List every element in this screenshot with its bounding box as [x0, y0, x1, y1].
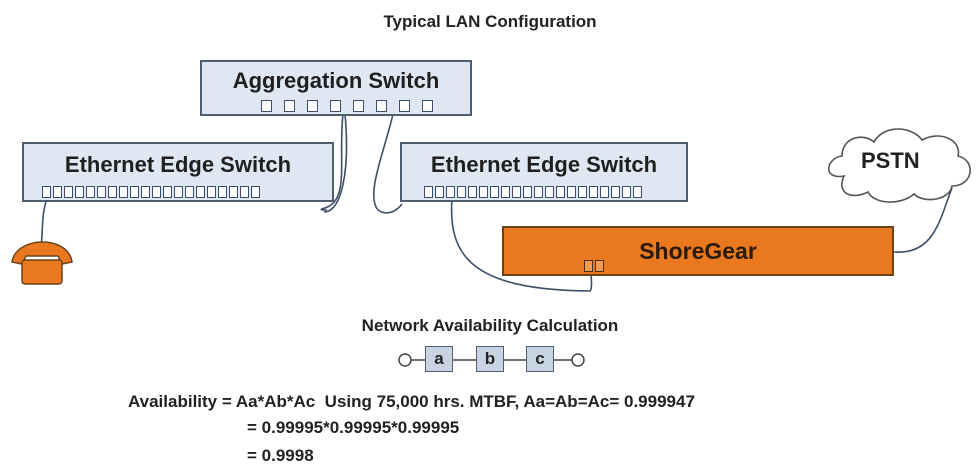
switch-port [130, 186, 139, 198]
diagram-title: Typical LAN Configuration [383, 12, 597, 31]
switch-port [185, 186, 194, 198]
switch-port [376, 100, 387, 112]
switch-port [611, 186, 620, 198]
aggregation-switch-label: Aggregation Switch [232, 68, 440, 93]
switch-port [97, 186, 106, 198]
edge-switch-right-ports [424, 186, 644, 198]
calculation-title: Network Availability Calculation [361, 316, 619, 335]
switch-port [251, 186, 260, 198]
switch-port [75, 186, 84, 198]
switch-port [556, 186, 565, 198]
switch-port [501, 186, 510, 198]
availability-block-b: b [476, 346, 504, 372]
switch-port [207, 186, 216, 198]
formula-line-3: = 0.9998 [247, 446, 314, 465]
edge-switch-left-label: Ethernet Edge Switch [64, 152, 292, 177]
formula-line-2: = 0.99995*0.99995*0.99995 [247, 418, 460, 437]
switch-port [622, 186, 631, 198]
switch-port [578, 186, 587, 198]
aggregation-switch: Aggregation Switch [200, 60, 472, 116]
formula-line-1: Availability = Aa*Ab*Ac Using 75,000 hrs… [128, 392, 695, 411]
switch-port [240, 186, 249, 198]
switch-port [152, 186, 161, 198]
switch-port [261, 100, 272, 112]
switch-port [567, 186, 576, 198]
chain-start-node [398, 353, 412, 367]
chain-end-node [571, 353, 585, 367]
aggregation-switch-ports [261, 100, 445, 112]
switch-port [196, 186, 205, 198]
edge-switch-left-ports [42, 186, 262, 198]
shoregear-device: ShoreGear [502, 226, 894, 276]
switch-port [545, 186, 554, 198]
edge-switch-right: Ethernet Edge Switch [400, 142, 688, 202]
cable-shoregear-to-pstn [893, 187, 953, 253]
switch-port [218, 186, 227, 198]
switch-port [589, 186, 598, 198]
switch-port [64, 186, 73, 198]
switch-port [633, 186, 642, 198]
switch-port [534, 186, 543, 198]
switch-port [512, 186, 521, 198]
switch-port [523, 186, 532, 198]
switch-port [435, 186, 444, 198]
switch-port [353, 100, 364, 112]
switch-port [174, 186, 183, 198]
switch-port [108, 186, 117, 198]
switch-port [163, 186, 172, 198]
switch-port [446, 186, 455, 198]
phone-icon [11, 241, 73, 285]
cable-agg-to-right-edge [373, 113, 403, 214]
cable-edge-to-shoregear [450, 197, 593, 292]
switch-port [457, 186, 466, 198]
edge-switch-right-label: Ethernet Edge Switch [430, 152, 658, 177]
switch-port [119, 186, 128, 198]
pstn-cloud-icon [827, 128, 971, 203]
switch-port [479, 186, 488, 198]
switch-port [141, 186, 150, 198]
switch-port [424, 186, 433, 198]
switch-port [307, 100, 318, 112]
cable-agg-to-left-edge [320, 113, 344, 211]
edge-switch-left: Ethernet Edge Switch [22, 142, 334, 202]
pstn-label: PSTN [861, 148, 920, 173]
switch-port [53, 186, 62, 198]
switch-port [42, 186, 51, 198]
switch-port [422, 100, 433, 112]
switch-port [86, 186, 95, 198]
shoregear-port [595, 260, 604, 272]
switch-port [229, 186, 238, 198]
switch-port [600, 186, 609, 198]
shoregear-port [584, 260, 593, 272]
shoregear-label: ShoreGear [639, 238, 757, 264]
switch-port [330, 100, 341, 112]
switch-port [468, 186, 477, 198]
cable-agg-to-left-edge-end [323, 113, 348, 213]
availability-block-c: c [526, 346, 554, 372]
switch-port [284, 100, 295, 112]
availability-block-a: a [425, 346, 453, 372]
switch-port [490, 186, 499, 198]
switch-port [399, 100, 410, 112]
